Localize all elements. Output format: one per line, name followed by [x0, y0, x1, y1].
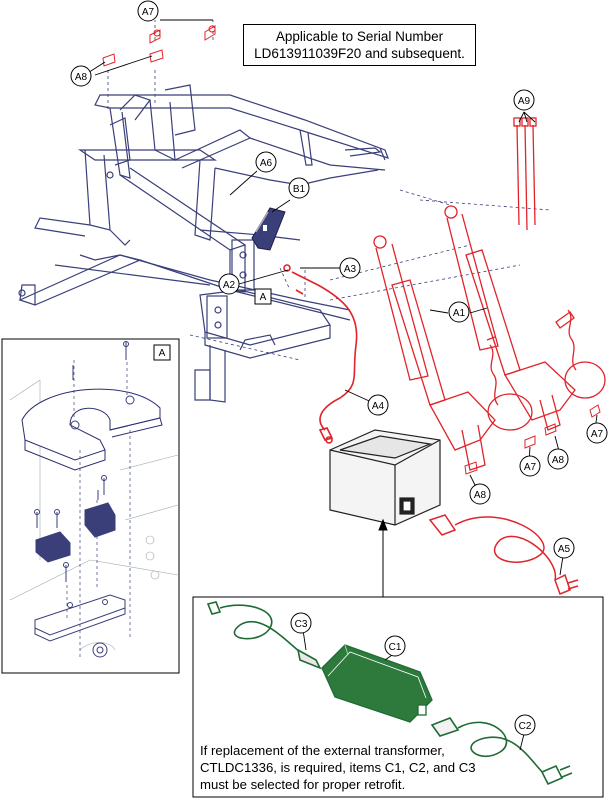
label-box-a-main: [254, 288, 272, 305]
callout-a7-right: A7: [591, 429, 604, 440]
callout-c3: C3: [295, 619, 308, 630]
callout-a-inset: A: [159, 348, 166, 359]
dc-cord-c3: [206, 601, 322, 670]
fasteners-lower: [464, 404, 601, 475]
callout-a6: A6: [260, 158, 273, 169]
callout-a7-mid: A7: [524, 462, 537, 473]
label-box-a-inset: [153, 344, 171, 361]
callout-c1: C1: [389, 642, 402, 653]
callout-a8-mid: A8: [552, 455, 565, 466]
callout-a3: A3: [344, 264, 357, 275]
transformer-c1: [321, 644, 433, 723]
retrofit-line-2: CTLDC1336, is required, items C1, C2, an…: [200, 760, 476, 775]
pin-a7-top-right: [204, 25, 216, 41]
callout-a-main: A: [260, 292, 267, 303]
callout-b1: B1: [293, 184, 306, 195]
callout-a2: A2: [223, 280, 236, 291]
pin-a7-top-left: [149, 29, 161, 44]
controller-b1: [251, 207, 286, 251]
applicability-line-2: LD613911039F20 and subsequent.: [254, 46, 465, 61]
actuator-a1-right: [444, 205, 606, 431]
callout-a5: A5: [558, 544, 571, 555]
applicability-line-1: Applicable to Serial Number: [275, 29, 444, 44]
callout-a8-low: A8: [474, 490, 487, 501]
callouts: [70, 0, 608, 736]
callout-labels: A7 A8 A9 A6 B1 A2 A3 A1 A4 A5 A7 A7 A8 A…: [75, 7, 604, 732]
callout-arrow-transformer: [378, 518, 388, 597]
retrofit-line-3: must be selected for proper retrofit.: [200, 777, 406, 792]
leader-lines: [82, 19, 598, 751]
callout-c2: C2: [519, 721, 532, 732]
retrofit-note: If replacement of the external transform…: [200, 742, 530, 793]
ac-cord-c2: [430, 717, 573, 786]
callout-a4: A4: [372, 401, 385, 412]
clip-a8-top: [102, 49, 164, 67]
inset-hardware: [9, 341, 179, 660]
ac-cord-a5: [428, 514, 579, 595]
retrofit-line-1: If replacement of the external transform…: [200, 743, 445, 758]
callout-a1: A1: [453, 308, 466, 319]
cable-ties-a9: [513, 117, 537, 231]
callout-a9: A9: [518, 96, 531, 107]
applicability-note: Applicable to Serial Number LD613911039F…: [243, 24, 476, 66]
actuator-a1-left: [373, 235, 533, 471]
harness-a4: [283, 264, 358, 444]
callout-a8-top: A8: [75, 72, 88, 83]
power-supply: [329, 429, 441, 526]
callout-a7-top: A7: [142, 7, 155, 18]
